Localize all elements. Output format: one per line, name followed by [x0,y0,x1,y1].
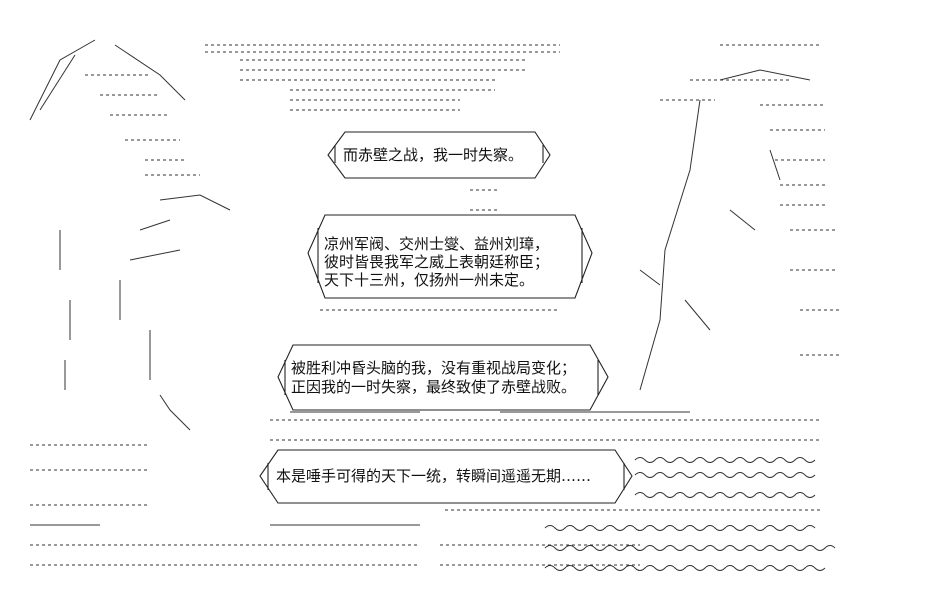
bubble-3-line-1: 被胜利冲昏头脑的我，没有重视战局变化； [291,359,577,377]
bubble-2-line-1: 凉州军阀、交州士燮、益州刘璋， [324,235,550,253]
bubble-2-line-2: 彼时皆畏我军之威上表朝廷称臣； [324,253,550,271]
bubble-3-line-2: 正因我的一时失察，最终致使了赤壁战败。 [291,378,577,396]
bubble-4-line-1: 本是唾手可得的天下一统，转瞬间遥遥无期…… [276,467,592,485]
bubble-2-line-3: 天下十三州，仅扬州一州未定。 [324,271,535,289]
bubble-1-line-1: 而赤壁之战，我一时失察。 [343,146,524,164]
